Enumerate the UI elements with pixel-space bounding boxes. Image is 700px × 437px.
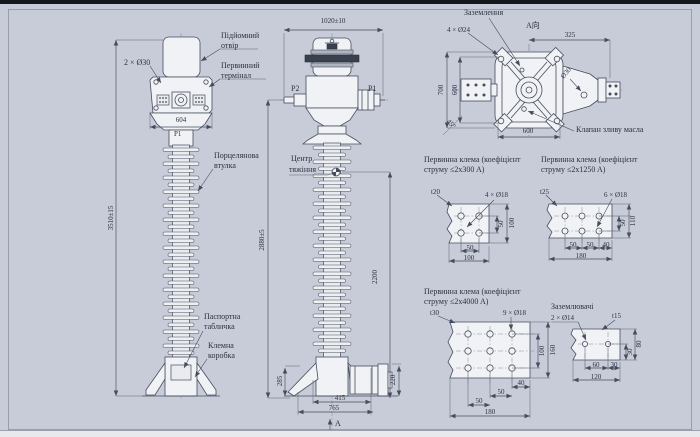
sheet-top-border: [0, 0, 700, 4]
clamp4000-b4: 180: [484, 408, 496, 416]
cog-label-1: Центр: [291, 154, 313, 163]
clamp1250-title-1: Первинна клема (коефіцієнт: [541, 155, 638, 164]
mid-top-dim: 1020±10: [320, 17, 346, 25]
grounders-b2: 30: [610, 361, 618, 369]
grounders-title: Заземлювачі: [551, 302, 594, 311]
clamp300-b1: 50: [466, 244, 474, 252]
tv-holes-label: 4 × Ø24: [447, 26, 471, 34]
clamp300-b2: 100: [463, 254, 475, 262]
cog-label-2: тяжіння: [289, 165, 317, 174]
mid-415-dim: 415: [334, 394, 346, 402]
grounders-thickness: t15: [612, 312, 621, 320]
clamp4000-holes: 9 × Ø18: [503, 309, 527, 317]
clamp300-title-1: Первинна клема (коефіцієнт: [424, 155, 521, 164]
terminal-box-label-2: коробка: [208, 351, 235, 360]
tv-600v-dim: 600: [451, 84, 459, 96]
mid-p1-label: P1: [368, 84, 377, 93]
lifting-hole-label-2: отвір: [221, 41, 239, 50]
clamp300-title-2: струму ≤2x300 A): [424, 165, 485, 174]
clamp1250-b4: 180: [575, 252, 587, 260]
clamp4000-title-2: струму ≤2x4000 A): [424, 297, 489, 306]
clamp1250-holes: 6 × Ø18: [604, 191, 628, 199]
middle-view: [265, 27, 402, 432]
grounders-v2: 80: [635, 340, 643, 348]
mid-height-dim: 2880±5: [258, 229, 266, 251]
clamp1250-b2: 50: [586, 241, 594, 249]
view-direction-label: A向: [526, 21, 540, 30]
clamp4000-b2: 50: [497, 388, 505, 396]
porcelain-label-2: втулка: [214, 161, 236, 170]
tv-600h-dim: 600: [522, 127, 534, 135]
left-view: [113, 33, 266, 400]
nameplate-label-1: Паспортна: [204, 312, 241, 321]
terminal-box-label-1: Клемна: [208, 341, 234, 350]
clamp1250-b1: 50: [569, 241, 577, 249]
clamp4000-b3: 50: [475, 397, 483, 405]
primary-terminal-label-1: Первинний: [221, 61, 260, 70]
view-a-label: A: [335, 419, 341, 428]
mid-285-dim: 285: [276, 375, 284, 387]
mid-220-dim: 220: [389, 374, 397, 386]
left-height-dim: 3510±15: [107, 205, 115, 231]
clamp1250-v2: 110: [629, 215, 637, 227]
sheet-bottom-border: [0, 430, 700, 437]
porcelain-label-1: Порцелянова: [214, 151, 259, 160]
clamp1250-thickness: t25: [540, 188, 549, 196]
clamp300-v1: 50: [497, 220, 505, 228]
clamp1250-v1: 50: [619, 219, 627, 227]
grounders: [551, 319, 638, 383]
oil-valve-label: Клапан зливу масла: [576, 125, 644, 134]
clamp4000-b1: 40: [517, 379, 525, 387]
clamp4000-v2: 160: [549, 344, 557, 356]
lifting-hole-label-1: Підйомний: [221, 31, 260, 40]
primary-terminal-label-2: термінал: [221, 71, 252, 80]
clamp4000-v1: 100: [538, 345, 546, 357]
clamp300-thickness: t20: [431, 188, 440, 196]
grounding-label: Заземлення: [464, 8, 504, 17]
clamp300-v2: 100: [508, 217, 516, 229]
clamp-300: [436, 194, 510, 264]
grounders-b3: 120: [590, 373, 602, 381]
left-width-dim: 604: [175, 116, 187, 124]
left-p1-label: P1: [174, 130, 182, 138]
tv-325-dim: 325: [564, 31, 576, 39]
clamp-1250: [545, 194, 632, 262]
grounders-v1: 30: [626, 348, 634, 356]
mid-765-dim: 765: [328, 404, 340, 412]
mid-2200-dim: 2200: [371, 270, 379, 284]
tv-700-dim: 700: [437, 84, 445, 96]
clamp300-holes: 4 × Ø18: [485, 191, 509, 199]
mid-p2-label: P2: [291, 84, 300, 93]
clamp1250-b3: 40: [602, 241, 610, 249]
clamp4000-thickness: t30: [430, 309, 439, 317]
grounders-holes: 2 × Ø14: [551, 314, 575, 322]
sheet-frame: [8, 9, 692, 430]
clamp1250-title-2: струму ≤2x1250 A): [541, 165, 606, 174]
clamp4000-title-1: Первинна клема (коефіцієнт: [424, 287, 521, 296]
nameplate-label-2: табличка: [204, 322, 235, 331]
bottom-view: [442, 17, 622, 140]
clamp-4000: [437, 315, 551, 419]
left-holes-label: 2 × Ø30: [124, 58, 151, 67]
grounders-b1: 60: [592, 361, 600, 369]
